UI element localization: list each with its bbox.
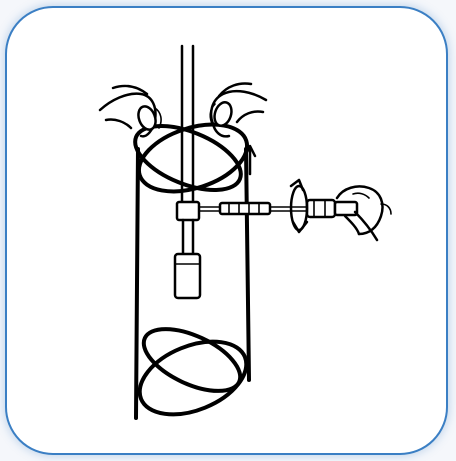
rotate-arrow-icon bbox=[291, 180, 307, 232]
sample-vial bbox=[175, 254, 200, 298]
illustration-card bbox=[5, 6, 448, 455]
syringe-assembly bbox=[199, 200, 357, 217]
left-hand-icon bbox=[100, 86, 161, 136]
illustration-svg bbox=[7, 8, 448, 455]
center-rod bbox=[182, 46, 193, 204]
rod-clamp bbox=[177, 202, 199, 256]
